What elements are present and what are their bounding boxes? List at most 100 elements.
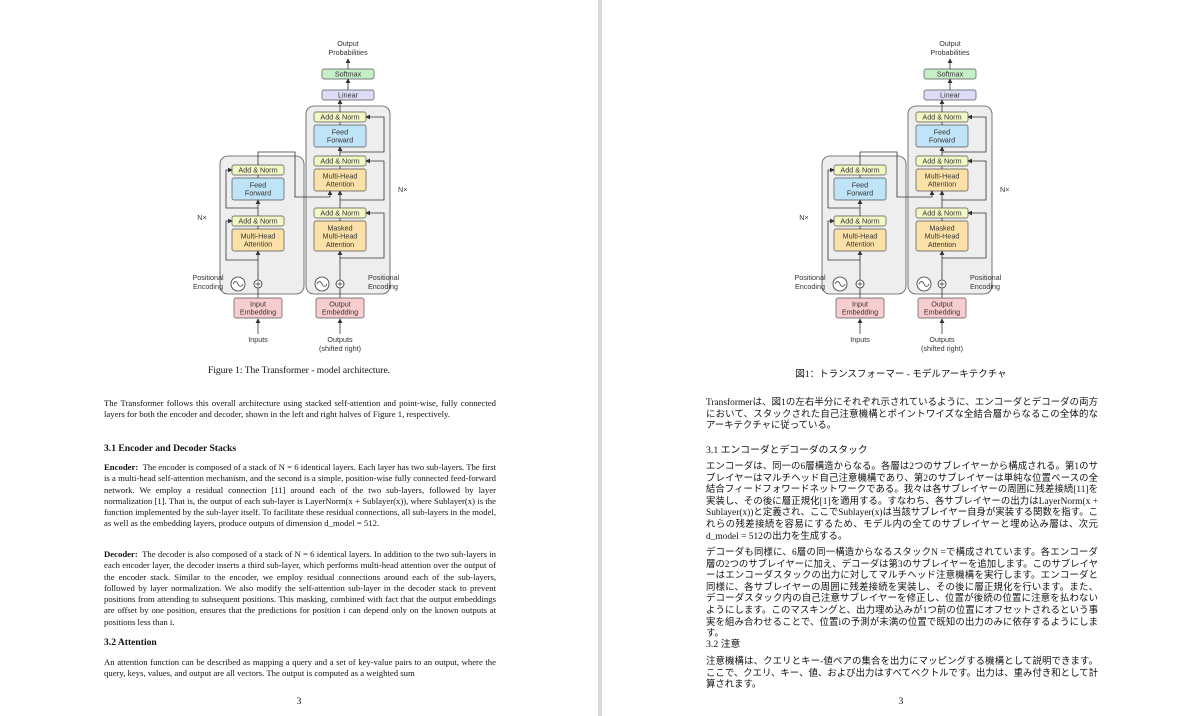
section-heading-3-1-jp: 3.1 エンコーダとデコーダのスタック (706, 445, 868, 456)
outputs-label: Outputs (929, 335, 955, 344)
decoder-add-norm-mid: Add & Norm (915, 155, 969, 167)
decoder-label: Decoder: (104, 549, 138, 559)
decoder-add-norm-top-text: Add & Norm (320, 113, 359, 122)
section-heading-3-1: 3.1 Encoder and Decoder Stacks (104, 443, 237, 454)
encoder-add-norm-low-text: Add & Norm (840, 217, 879, 226)
encoder-multi-head-attention-text: Attention (846, 240, 874, 249)
encoder-feed-forward-text: Feed (250, 181, 266, 190)
decoder-add-norm-top-text: Add & Norm (922, 113, 961, 122)
attention-paragraph: An attention function can be described a… (104, 657, 496, 679)
softmax-block-text: Softmax (335, 70, 362, 79)
decoder-multi-head-attention-text: Attention (326, 180, 354, 189)
linear-block: Linear (923, 89, 977, 101)
decoder-paragraph: Decoder: The decoder is also composed of… (104, 549, 496, 628)
encoder-paragraph: Encoder: The encoder is composed of a st… (104, 462, 496, 530)
decoder-add-norm-low: Add & Norm (313, 207, 367, 219)
decoder-add-norm-mid: Add & Norm (313, 155, 367, 167)
encoder-label: Encoder: (104, 462, 139, 472)
positional-encoding-label: Positional (368, 273, 400, 282)
residual-line (225, 218, 258, 261)
decoder-add-norm-low-text: Add & Norm (922, 209, 961, 218)
decoder-add-norm-low-text: Add & Norm (320, 209, 359, 218)
positional-encoding-label: Encoding (368, 282, 398, 291)
residual-line (942, 210, 987, 259)
figure-caption: Figure 1: The Transformer - model archit… (207, 366, 391, 376)
decoder-feed-forward-text: Forward (327, 136, 353, 145)
decoder-add-norm-mid-text: Add & Norm (922, 157, 961, 166)
encoder-text: The encoder is composed of a stack of N … (104, 462, 496, 529)
softmax-block-text: Softmax (937, 70, 964, 79)
input-embedding-block-text: Embedding (240, 308, 276, 317)
positional-encoding-label: Encoding (795, 282, 825, 291)
encoder-feed-forward-text: Feed (852, 181, 868, 190)
output-probabilities-label: Probabilities (328, 48, 368, 57)
decoder-masked-attention-text: Attention (928, 240, 956, 249)
encoder-add-norm-top: Add & Norm (231, 164, 285, 176)
page-number: 3 (296, 697, 302, 707)
output-probabilities-label: Output (337, 39, 359, 48)
positional-encoding-label: Positional (794, 273, 826, 282)
output-embedding-block-text: Output (931, 300, 953, 309)
outputs-label: (shifted right) (319, 344, 361, 353)
output-probabilities-label: Output (939, 39, 961, 48)
section-heading-3-2: 3.2 Attention (104, 637, 157, 648)
softmax-block: Softmax (923, 68, 977, 80)
decoder-multi-head-attention-text: Attention (928, 180, 956, 189)
decoder-add-norm-low: Add & Norm (915, 207, 969, 219)
encoder-add-norm-low: Add & Norm (833, 215, 887, 227)
residual-line (827, 167, 860, 209)
encoder-multi-head-attention-text: Multi-Head (843, 232, 878, 241)
intro-paragraph: The Transformer follows this overall arc… (104, 398, 496, 420)
outputs-label: Outputs (327, 335, 353, 344)
positional-encoding-label: Positional (970, 273, 1002, 282)
positional-encoding-label: Encoding (970, 282, 1000, 291)
section-heading-3-2-jp: 3.2 注意 (706, 639, 741, 650)
encoder-add-norm-top: Add & Norm (833, 164, 887, 176)
encoder-feed-forward-text: Forward (245, 189, 271, 198)
residual-line (340, 210, 385, 259)
decoder-nx-label: N× (398, 185, 407, 194)
decoder-masked-attention-text: Attention (326, 240, 354, 249)
decoder-nx-label: N× (1000, 185, 1009, 194)
decoder-text: The decoder is also composed of a stack … (104, 549, 497, 627)
input-embedding-block-text: Embedding (842, 308, 878, 317)
encoder-multi-head-attention-text: Attention (244, 240, 272, 249)
positional-encoding-label: Encoding (193, 282, 223, 291)
decoder-masked-attention-text: Masked (327, 223, 352, 232)
inputs-label: Inputs (850, 335, 870, 344)
intro-paragraph-jp: Transformerは、図1の左右半分にそれぞれ示されているように、エンコーダ… (706, 398, 1098, 432)
encoder-output-arrow (257, 151, 333, 198)
encoder-nx-label: N× (197, 213, 206, 222)
positional-encoding-label: Positional (192, 273, 224, 282)
decoder-feed-forward-text: Feed (934, 128, 950, 137)
decoder-feed-forward-text: Forward (929, 136, 955, 145)
output-probabilities-label: Probabilities (930, 48, 970, 57)
page-number-jp: 3 (898, 697, 904, 707)
decoder-add-norm-mid-text: Add & Norm (320, 157, 359, 166)
encoder-multi-head-attention-text: Multi-Head (241, 232, 276, 241)
output-embedding-block-text: Embedding (322, 308, 358, 317)
residual-line (340, 114, 385, 153)
decoder-paragraph-jp: デコーダも同様に、6層の同一構造からなるスタックN =で構成されています。各エン… (706, 548, 1098, 640)
attention-paragraph-jp: 注意機構は、クエリとキー-値ペアの集合を出力にマッピングする機構として説明できま… (706, 657, 1098, 691)
encoder-feed-forward-text: Forward (847, 189, 873, 198)
decoder-multi-head-attention-text: Multi-Head (323, 172, 358, 181)
softmax-block: Softmax (321, 68, 375, 80)
decoder-feed-forward-text: Feed (332, 128, 348, 137)
encoder-add-norm-low-text: Add & Norm (238, 217, 277, 226)
